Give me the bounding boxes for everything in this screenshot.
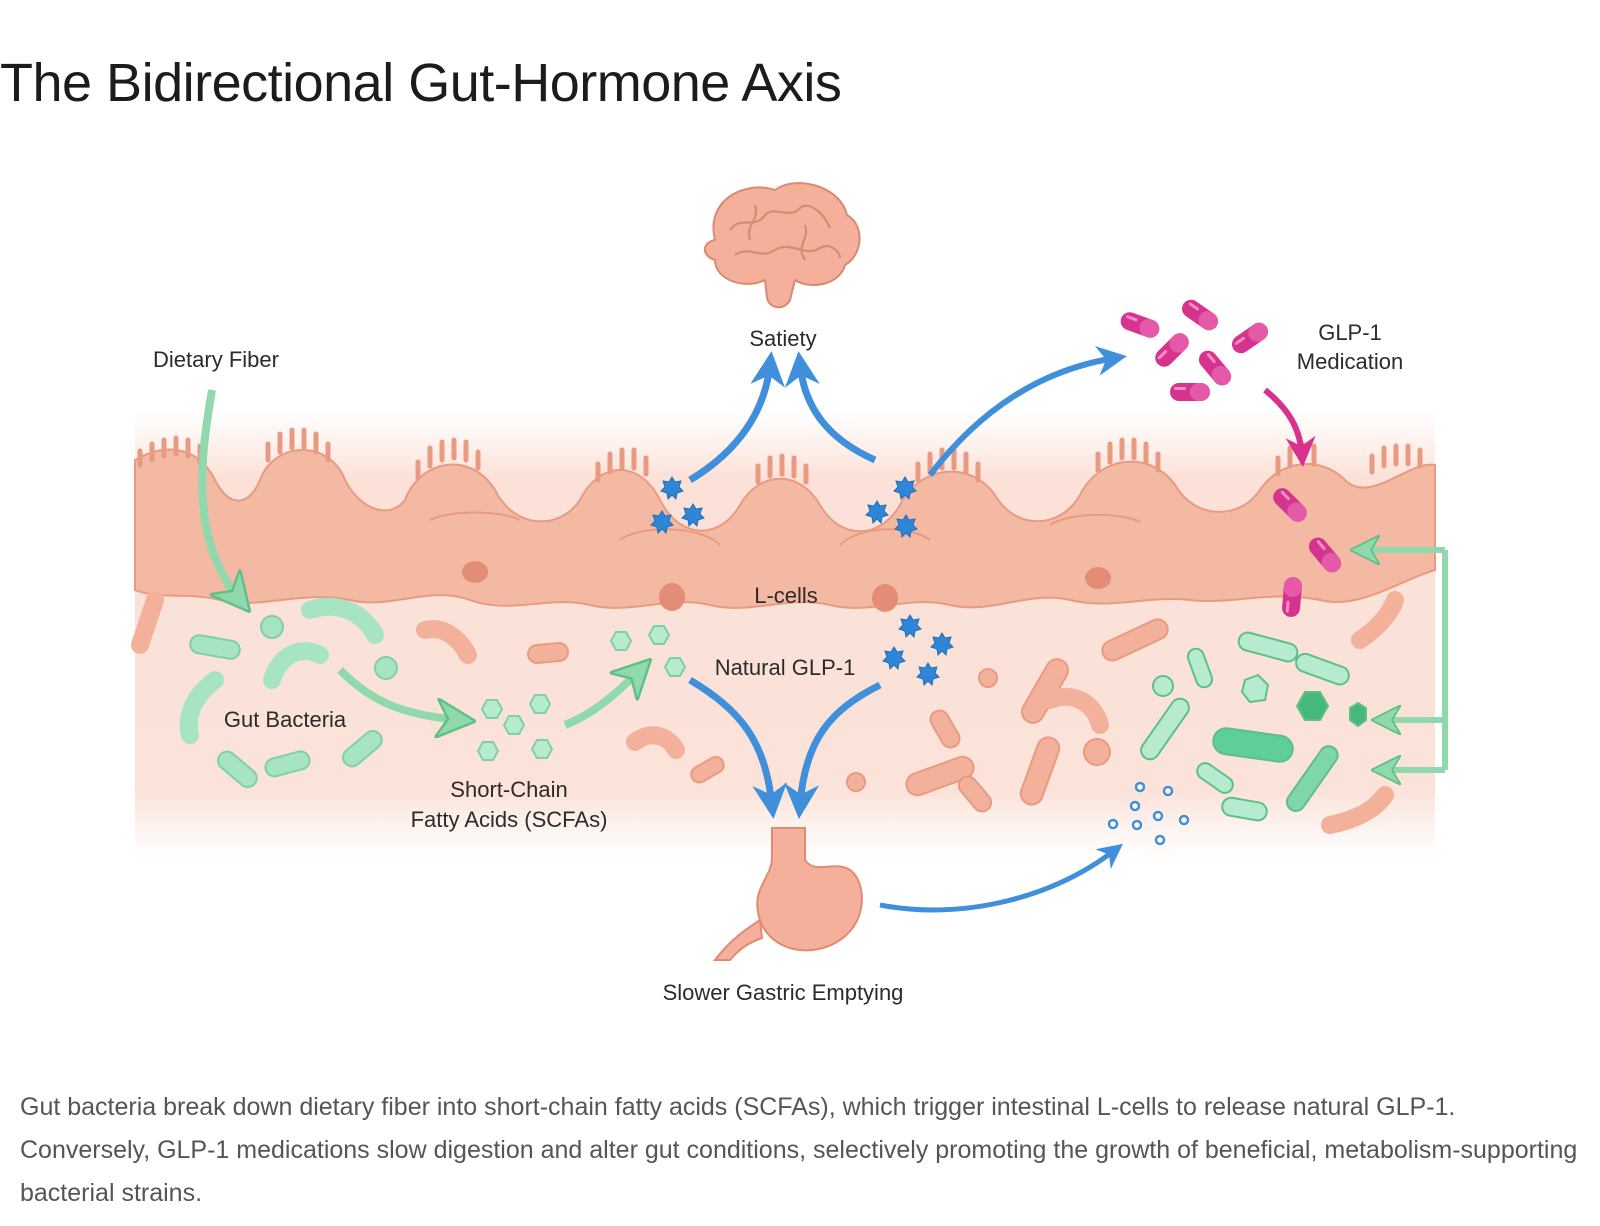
glp1-medication-label-line1: GLP-1 <box>1318 320 1382 345</box>
l-cells-label: L-cells <box>754 583 818 608</box>
arrow-glp1-to-satiety-right <box>784 351 877 464</box>
digestion-particles <box>1107 781 1190 846</box>
gut-bacteria-label: Gut Bacteria <box>224 707 347 732</box>
arrow-fiber-to-bacteria <box>198 389 240 600</box>
glp1-medication-label-line2: Medication <box>1297 349 1403 374</box>
arrow-glp1-to-stomach-left <box>688 676 788 819</box>
diagram-svg: Dietary Fiber Satiety GLP-1 Medication L… <box>131 182 1448 1005</box>
arrow-stomach-to-bacteria <box>879 843 1123 913</box>
arrow-glp1-to-stomach-right <box>784 681 882 819</box>
stomach-icon <box>712 827 863 961</box>
scfa-label-line2: Fatty Acids (SCFAs) <box>411 807 608 832</box>
arrow-medication-to-gut <box>1263 387 1316 467</box>
arrow-glp1-to-satiety-left <box>688 351 786 484</box>
gut-debris <box>131 591 1404 834</box>
bacteria-icon <box>179 597 398 788</box>
figure-caption: Gut bacteria break down dietary fiber in… <box>20 1093 1578 1207</box>
natural-glp1-label: Natural GLP-1 <box>715 655 856 680</box>
flow-arrows <box>198 346 1448 913</box>
gastric-label: Slower Gastric Emptying <box>663 980 904 1005</box>
page-title: The Bidirectional Gut-Hormone Axis <box>0 53 842 113</box>
satiety-label: Satiety <box>749 326 816 351</box>
beneficial-bacteria-icon <box>1140 631 1367 822</box>
intestinal-wall <box>134 427 1436 612</box>
arrow-bracket-to-bacteria <box>1370 547 1448 773</box>
arrow-bacteria-to-scfa <box>337 667 460 720</box>
scfa-label-line1: Short-Chain <box>450 777 567 802</box>
dietary-fiber-label: Dietary Fiber <box>153 347 279 372</box>
scfa-molecules <box>476 625 687 761</box>
gut-hormone-diagram: Dietary Fiber Satiety GLP-1 Medication L… <box>0 160 1600 1060</box>
arrow-scfa-to-lcells <box>563 670 640 729</box>
brain-icon <box>703 182 861 309</box>
arrow-glp1-to-medication <box>927 346 1127 477</box>
